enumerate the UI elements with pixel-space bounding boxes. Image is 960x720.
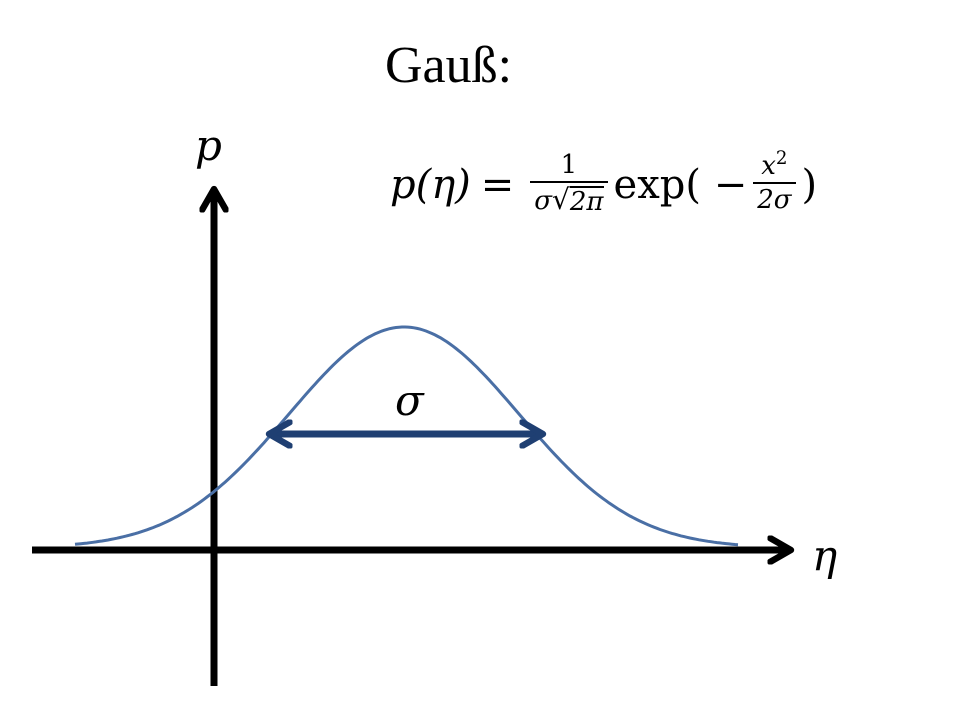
gaussian-formula: p(η) = 1 σ√2π exp( − x2 2σ ) [390,140,817,230]
exponent-variable: x [761,151,776,181]
exponent-power: 2 [775,148,788,169]
radicand: 2π [569,185,604,217]
exponent-denominator: 2σ [753,182,796,213]
formula-equals: = [480,162,515,208]
fraction-numerator: 1 [560,149,578,180]
formula-lhs: p(η) [390,162,471,208]
denominator-sigma: σ [534,185,553,216]
exp-function: exp( − [613,162,748,208]
exponent-numerator: x2 [757,149,791,182]
square-root: √2π [552,182,604,217]
sigma-label: σ [395,376,424,425]
radical-sign-icon: √ [552,182,570,216]
title: Gauß: [385,37,513,94]
gaussian-curve [74,325,739,547]
exponent-fraction: x2 2σ [753,149,796,213]
closing-paren: ) [801,162,818,208]
y-axis-label: p [195,121,222,170]
x-axis-label: η [812,531,838,580]
normalization-fraction: 1 σ√2π [530,149,608,217]
fraction-denominator: σ√2π [530,180,608,217]
